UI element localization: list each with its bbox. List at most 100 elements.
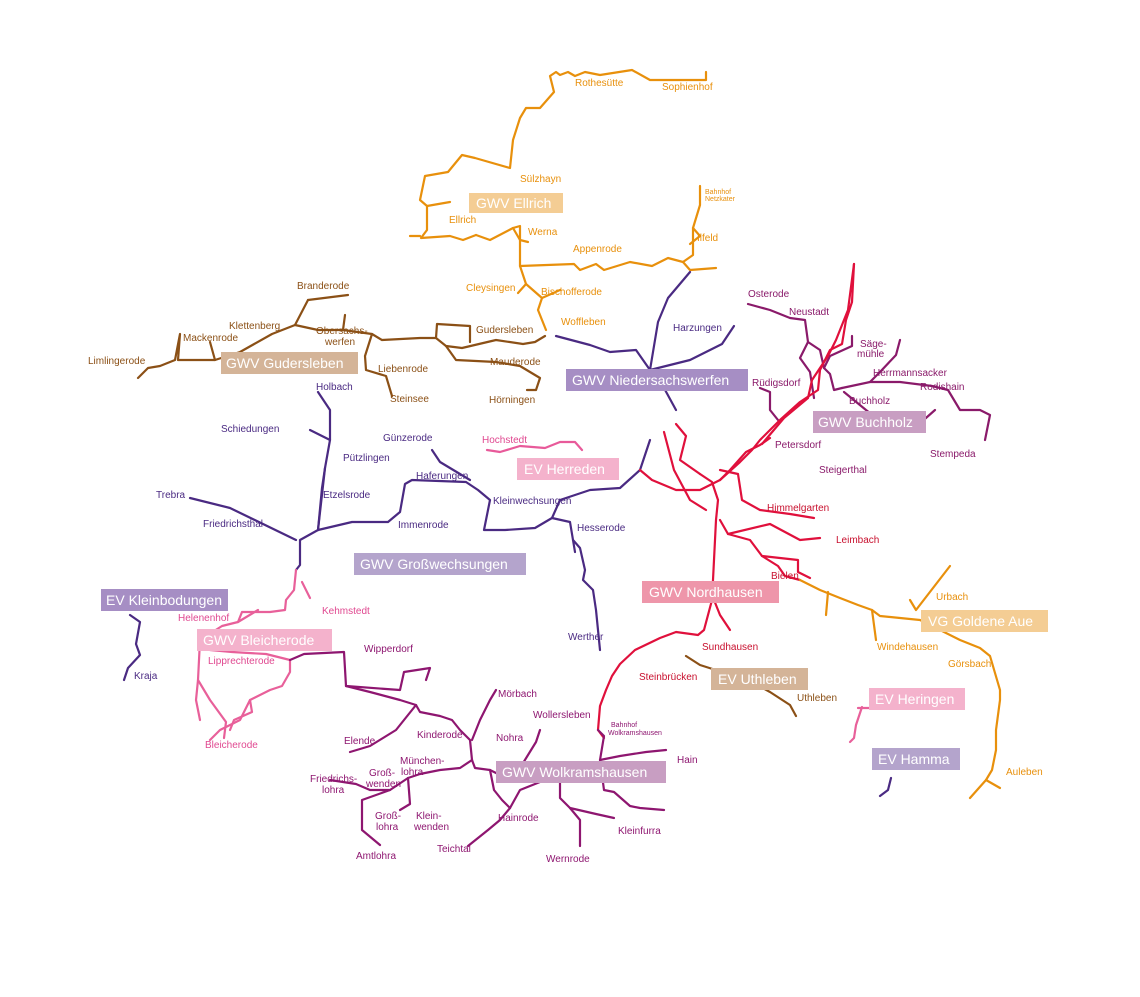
place-appenrode: Appenrode: [573, 244, 622, 255]
place-himmelgarten: Himmelgarten: [767, 503, 829, 514]
place-stempeda: Stempeda: [930, 449, 976, 460]
place-saegemuehle-1: Säge-: [860, 339, 887, 350]
badge-buchholz: GWV Buchholz: [813, 411, 926, 433]
place-friedrichsthal: Friedrichsthal: [203, 519, 263, 530]
badge-hamma: EV Hamma: [872, 748, 960, 770]
network-wolkramshausen: [288, 650, 668, 848]
place-sundhausen: Sundhausen: [702, 642, 758, 653]
place-leimbach: Leimbach: [836, 535, 879, 546]
svg-text:VG Goldene Aue: VG Goldene Aue: [928, 613, 1033, 629]
place-cleysingen: Cleysingen: [466, 283, 515, 294]
badge-grosswechsungen: GWV Großwechsungen: [354, 553, 526, 575]
place-saegemuehle-2: mühle: [857, 349, 885, 360]
place-teichtal: Teichtal: [437, 844, 471, 855]
place-helenenhof: Helenenhof: [178, 613, 229, 624]
place-werther: Werther: [568, 632, 604, 643]
svg-text:EV Uthleben: EV Uthleben: [718, 671, 797, 687]
badge-heringen: EV Heringen: [869, 688, 965, 710]
svg-text:GWV Nordhausen: GWV Nordhausen: [649, 584, 763, 600]
place-auleben: Auleben: [1006, 767, 1043, 778]
place-steinbruecken: Steinbrücken: [639, 672, 697, 683]
place-grosswenden-2: wenden: [365, 779, 401, 790]
svg-text:EV Heringen: EV Heringen: [875, 691, 954, 707]
place-grosswenden-1: Groß-: [369, 768, 395, 779]
badge-gudersleben: GWV Gudersleben: [221, 352, 358, 374]
place-woffleben: Woffleben: [561, 317, 606, 328]
place-branderode: Branderode: [297, 281, 350, 292]
place-herrmannsacker: Herrmannsacker: [873, 368, 948, 379]
place-limlingerode: Limlingerode: [88, 356, 146, 367]
place-wollersleben: Wollersleben: [533, 710, 591, 721]
place-klettenberg: Klettenberg: [229, 321, 280, 332]
place-hochstedt: Hochstedt: [482, 435, 527, 446]
place-holbach: Holbach: [316, 382, 353, 393]
place-friedrichslohra-2: lohra: [322, 785, 345, 796]
place-obersachswerfen-1: Obersachs-: [316, 326, 368, 337]
svg-text:EV Hamma: EV Hamma: [878, 751, 950, 767]
place-mauderode: Mauderode: [490, 357, 541, 368]
place-lipprechterode: Lipprechterode: [208, 656, 275, 667]
place-bahnhof-wolkramshausen-2: Wolkramshausen: [608, 730, 662, 737]
place-hain: Hain: [677, 755, 698, 766]
place-kleinwechsungen: Kleinwechsungen: [493, 496, 571, 507]
place-buchholz: Buchholz: [849, 396, 890, 407]
place-wipperdorf: Wipperdorf: [364, 644, 413, 655]
network-heringen: [848, 705, 904, 744]
place-grosslohra-2: lohra: [376, 822, 399, 833]
place-kleinwenden-2: wenden: [413, 822, 449, 833]
network-gudersleben: [136, 293, 547, 398]
place-puetzlingen: Pützlingen: [343, 453, 390, 464]
place-grosslohra-1: Groß-: [375, 811, 401, 822]
place-werna: Werna: [528, 227, 558, 238]
place-suelzhayn: Sülzhayn: [520, 174, 561, 185]
badge-goldene-aue: VG Goldene Aue: [921, 610, 1048, 632]
place-haferungen: Haferungen: [416, 471, 468, 482]
place-moerbach: Mörbach: [498, 689, 537, 700]
place-windehausen: Windehausen: [877, 642, 938, 653]
place-osterode: Osterode: [748, 289, 790, 300]
place-sophienhof: Sophienhof: [662, 82, 713, 93]
network-nordhausen: [596, 262, 856, 740]
svg-text:EV Herreden: EV Herreden: [524, 461, 605, 477]
place-rodishain: Rodishain: [920, 382, 964, 393]
place-bahnhof-wolkramshausen-1: Bahnhof: [611, 722, 637, 729]
network-niedersachswerfen: [122, 270, 893, 798]
place-steinsee: Steinsee: [390, 394, 429, 405]
place-uthleben: Uthleben: [797, 693, 837, 704]
place-kraja: Kraja: [134, 671, 158, 682]
place-hesserode: Hesserode: [577, 523, 626, 534]
badge-niedersachswerfen: GWV Niedersachswerfen: [566, 369, 748, 391]
svg-text:EV Kleinbodungen: EV Kleinbodungen: [106, 592, 222, 608]
svg-text:GWV Niedersachswerfen: GWV Niedersachswerfen: [572, 372, 729, 388]
place-wernrode: Wernrode: [546, 854, 590, 865]
place-rothesuette: Rothesütte: [575, 78, 624, 89]
place-gudersleben: Gudersleben: [476, 325, 533, 336]
badge-wolkramshausen: GWV Wolkramshausen: [496, 761, 666, 783]
svg-text:GWV Ellrich: GWV Ellrich: [476, 195, 551, 211]
badge-nordhausen: GWV Nordhausen: [642, 581, 779, 603]
svg-text:GWV Wolkramshausen: GWV Wolkramshausen: [502, 764, 647, 780]
badge-kleinbodungen: EV Kleinbodungen: [101, 589, 228, 611]
place-bahnhof-netzkater-1: Bahnhof: [705, 189, 731, 196]
place-bischofferode: Bischofferode: [541, 287, 602, 298]
place-goersbach: Görsbach: [948, 659, 991, 670]
place-hoerningen: Hörningen: [489, 395, 535, 406]
place-kleinfurra: Kleinfurra: [618, 826, 661, 837]
place-ruedigsdorf: Rüdigsdorf: [752, 378, 801, 389]
place-obersachswerfen-2: werfen: [324, 337, 355, 348]
badge-uthleben: EV Uthleben: [711, 668, 808, 690]
badge-herreden: EV Herreden: [517, 458, 619, 480]
network-goldene-aue: [798, 564, 1002, 800]
place-nohra: Nohra: [496, 733, 524, 744]
place-muenchenlohra-2: lohra: [401, 767, 424, 778]
place-friedrichslohra-1: Friedrichs-: [310, 774, 357, 785]
place-kehmstedt: Kehmstedt: [322, 606, 370, 617]
place-trebra: Trebra: [156, 490, 186, 501]
place-bielen: Bielen: [771, 571, 799, 582]
place-schiedungen: Schiedungen: [221, 424, 279, 435]
place-steigerthal: Steigerthal: [819, 465, 867, 476]
place-ilfeld: Ilfeld: [697, 233, 718, 244]
svg-text:GWV Buchholz: GWV Buchholz: [818, 414, 913, 430]
svg-text:GWV Gudersleben: GWV Gudersleben: [226, 355, 344, 371]
place-immenrode: Immenrode: [398, 520, 449, 531]
